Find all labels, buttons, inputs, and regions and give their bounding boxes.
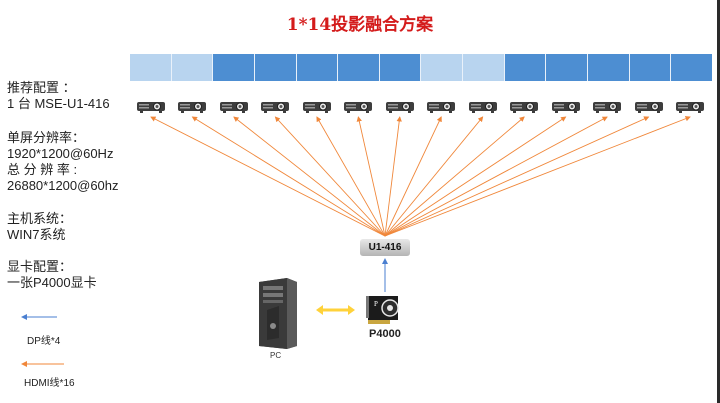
hdmi-link-line xyxy=(384,116,525,237)
pc-tower-icon xyxy=(257,276,299,355)
hdmi-link-line xyxy=(356,116,386,237)
screen-segment-11 xyxy=(546,54,589,81)
hdmi-link-line xyxy=(384,116,608,237)
projector-icon xyxy=(385,100,415,113)
single-res-title: 单屏分辨率： xyxy=(7,130,86,145)
hdmi-link-line xyxy=(233,116,386,237)
gpu-card-mark: P xyxy=(374,300,378,308)
hdmi-link-line xyxy=(384,116,650,237)
projector-icon xyxy=(343,100,373,113)
info-host: 主机系统： WIN7系统 xyxy=(7,211,132,243)
hdmi-link-line xyxy=(274,116,386,237)
screen-segment-14 xyxy=(671,54,712,81)
projector-icon xyxy=(551,100,581,113)
hdmi-link-line xyxy=(150,116,386,237)
projector-icon xyxy=(426,100,456,113)
hdmi-link-line xyxy=(191,116,386,237)
projector-icon xyxy=(468,100,498,113)
hdmi-link-line xyxy=(384,116,567,237)
recommend-value: 1 台 MSE-U1-416 xyxy=(7,96,110,111)
screen-segment-3 xyxy=(213,54,255,81)
diagram-title: 1*14投影融合方案 xyxy=(286,15,434,35)
screen-segment-9 xyxy=(463,54,505,81)
hdmi-link-line xyxy=(384,116,402,237)
pc-gpu-link xyxy=(316,305,355,315)
projector-icon xyxy=(509,100,539,113)
screen-segment-8 xyxy=(421,54,464,81)
projector-icon xyxy=(219,100,249,113)
projector-icon xyxy=(136,100,166,113)
total-res-title: 总 分 辨 率 : xyxy=(7,162,78,177)
p4000-gpu-icon: P xyxy=(366,294,410,333)
right-frame-edge xyxy=(717,0,720,403)
host-value: WIN7系统 xyxy=(7,227,66,242)
single-res-value: 1920*1200@60Hz xyxy=(7,146,114,161)
pc-label: PC xyxy=(270,351,282,360)
u1-416-processor: U1-416 xyxy=(360,239,410,256)
host-title: 主机系统： xyxy=(7,211,73,226)
info-recommend: 推荐配置 ： 1 台 MSE-U1-416 xyxy=(7,80,132,112)
screen-segment-12 xyxy=(588,54,630,81)
recommend-title: 推荐配置 ： xyxy=(7,80,76,95)
projector-icon xyxy=(675,100,705,113)
projector-icon xyxy=(260,100,290,113)
projector-icon xyxy=(302,100,332,113)
screen-segment-7 xyxy=(379,54,422,81)
screen-segment-5 xyxy=(296,54,339,81)
legend-dp-label: DP线*4 xyxy=(27,336,61,347)
screen-segment-10 xyxy=(504,54,547,81)
screen-segment-2 xyxy=(171,54,214,81)
info-resolution: 单屏分辨率： 1920*1200@60Hz 总 分 辨 率 : 26880*12… xyxy=(7,130,132,194)
gpu-title: 显卡配置： xyxy=(7,259,73,274)
hdmi-link-line xyxy=(384,116,484,237)
projector-icon xyxy=(177,100,207,113)
screen-segment-1 xyxy=(130,54,172,81)
hdmi-link-line xyxy=(384,116,691,237)
p4000-label: P4000 xyxy=(369,328,401,340)
hdmi-link-line xyxy=(384,116,442,237)
info-gpu: 显卡配置： 一张P4000显卡 xyxy=(7,259,132,291)
screen-segment-4 xyxy=(254,54,297,81)
screen-segment-13 xyxy=(629,54,672,81)
projector-icon xyxy=(634,100,664,113)
projection-screen xyxy=(130,54,712,81)
hdmi-link-line xyxy=(316,116,386,237)
total-res-value: 26880*1200@60hz xyxy=(7,178,119,193)
projector-icon xyxy=(592,100,622,113)
legend-hdmi-label: HDMI线*16 xyxy=(24,378,75,389)
gpu-value: 一张P4000显卡 xyxy=(7,275,97,290)
screen-segment-6 xyxy=(338,54,380,81)
